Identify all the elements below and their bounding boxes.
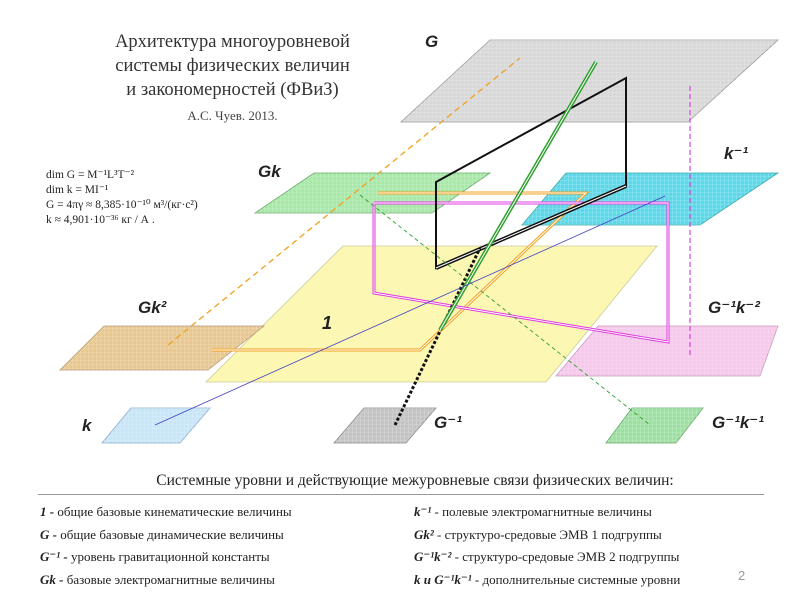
label-G-inv-k-inv2: G⁻¹k⁻² (708, 298, 760, 317)
label-Gk2: Gk² (138, 298, 167, 317)
formula-dim-k: dim k = MI⁻¹ (46, 184, 109, 196)
author: А.С. Чуев. 2013. (187, 108, 278, 123)
label-G: G (425, 32, 439, 51)
label-1: 1 (322, 313, 333, 333)
legend-right-column: k⁻¹ - полевые электромагнитные величины … (414, 501, 784, 591)
legend-item: 1 - общие базовые кинематические величин… (40, 504, 292, 519)
label-k: k (82, 416, 92, 435)
page-number: 2 (738, 568, 746, 583)
legend-item: G⁻¹k⁻² - структуро-средовые ЭМВ 2 подгру… (414, 549, 680, 564)
label-G-inv: G⁻¹ (434, 413, 462, 432)
label-k-inv: k⁻¹ (724, 144, 749, 163)
legend-item: Gk² - структуро-средовые ЭМВ 1 подгруппы (414, 526, 662, 542)
legend-item: G - общие базовые динамические величины (40, 526, 284, 542)
title-line-3: и закономерностей (ФВиЗ) (126, 80, 339, 100)
link-green-dashed (359, 194, 651, 426)
legend-left-column: 1 - общие базовые кинематические величин… (40, 501, 410, 591)
title-line-2: системы физических величин (115, 56, 350, 76)
diagram-title: Архитектура многоуровневой системы физич… (60, 30, 405, 128)
legend-item: k и G⁻¹k⁻¹ - дополнительные системные ур… (414, 571, 681, 587)
plane-1 (205, 245, 658, 383)
label-Gk: Gk (258, 162, 281, 181)
formula-k-value: k ≈ 4,901·10⁻³⁶ кг / А . (46, 214, 155, 226)
legend-heading: Системные уровни и действующие межуровне… (156, 472, 674, 489)
legend-item: G⁻¹ - уровень гравитационной константы (40, 549, 270, 564)
formula-dim-g: dim G = M⁻¹L³T⁻² (46, 169, 135, 181)
legend-item: k⁻¹ - полевые электромагнитные величины (414, 504, 652, 519)
link-gk2-g (167, 57, 521, 346)
legend-divider (38, 494, 764, 495)
formula-g-value: G = 4πγ ≈ 8,385·10⁻¹⁰ м³/(кг·с²) (46, 199, 198, 211)
formulas-block: dim G = M⁻¹L³T⁻² dim k = MI⁻¹ G = 4πγ ≈ … (46, 168, 198, 228)
label-G-inv-k-inv: G⁻¹k⁻¹ (712, 413, 764, 432)
link-blue (154, 195, 666, 426)
legend-item: Gk - базовые электромагнитные величины (40, 571, 275, 587)
link-black-dotted (393, 247, 482, 426)
title-line-1: Архитектура многоуровневой (115, 32, 350, 52)
